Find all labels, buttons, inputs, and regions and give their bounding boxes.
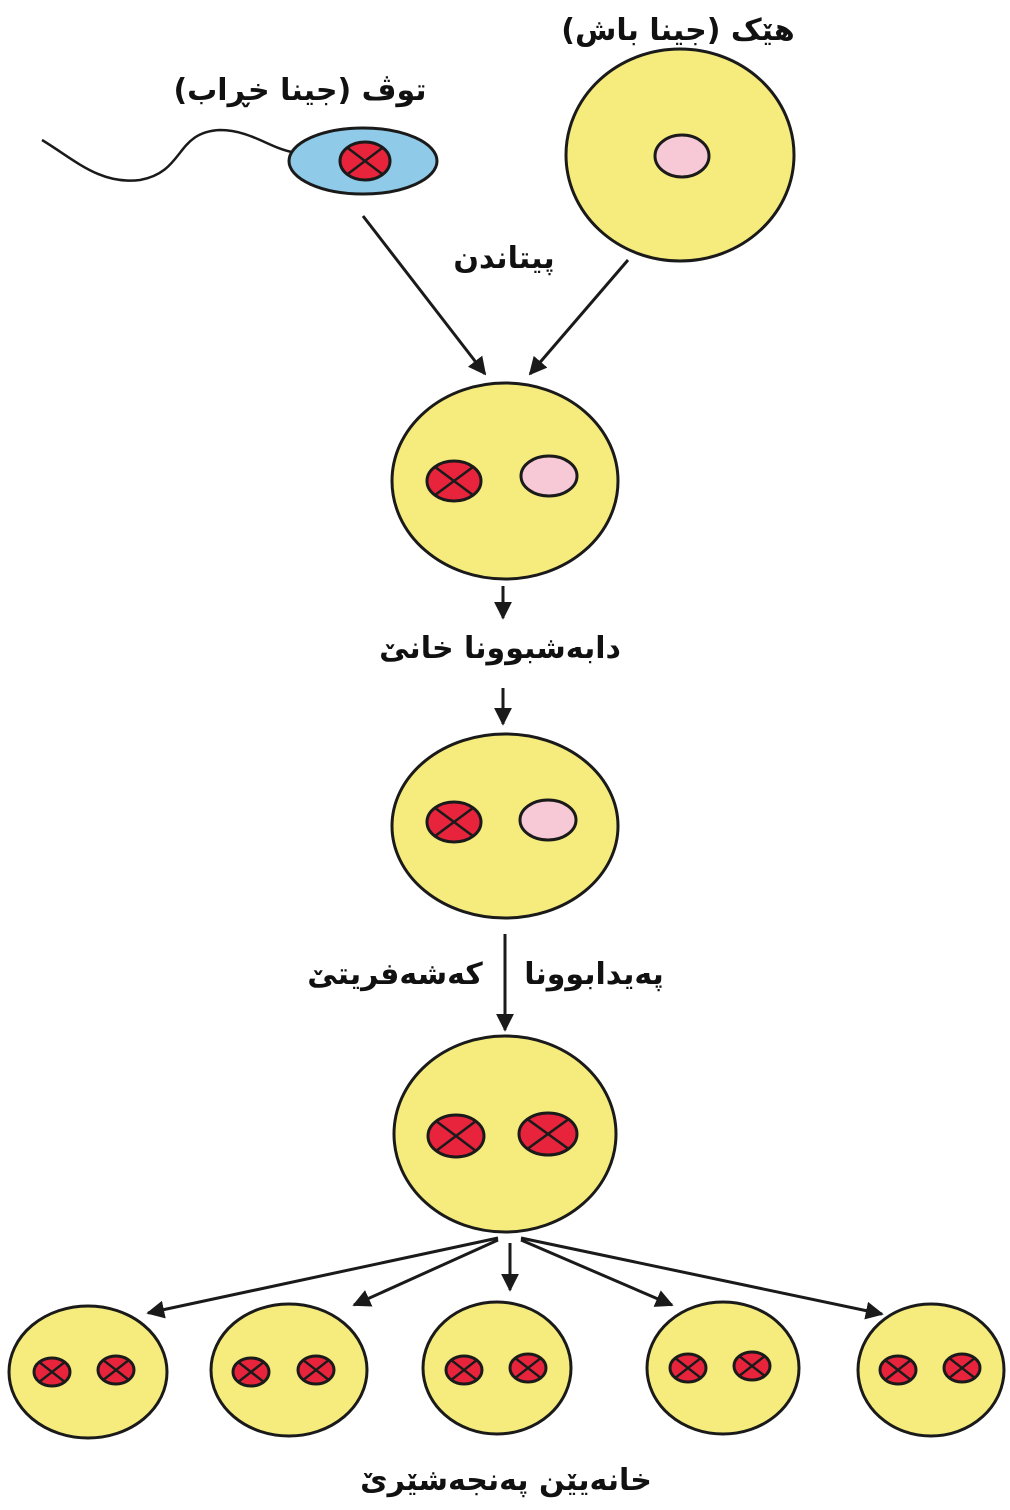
good-gene-icon [653,133,711,179]
cancer-cell-body [421,1300,573,1436]
egg-label: هێک (جینا باش) [561,13,794,48]
cancer-cell [856,1302,1006,1438]
sperm-label: توڤ (جینا خڕاب) [173,73,426,108]
cancer-cell [645,1300,801,1436]
bad-gene-icon [444,1354,484,1386]
cancer-cell-body [7,1304,169,1440]
bad-gene-icon [508,1352,548,1384]
bad-gene-icon [425,459,483,503]
good-gene-icon [519,454,579,498]
bad-gene-icon [732,1350,772,1382]
egg-cell [564,47,796,263]
bad-gene-icon [425,800,483,844]
bad-gene-icon [878,1354,918,1386]
bad-gene-icon [231,1356,271,1388]
fertilization-label: پیتاندن [453,241,554,276]
cancer-cell [7,1304,169,1440]
zygote-body [390,381,620,581]
zygote-cell [390,381,620,581]
bad-gene-icon [426,1113,486,1159]
bad-gene-icon [338,140,392,182]
mutated-cell [392,1034,618,1234]
sperm-tail [41,128,293,182]
divided-cell-body [390,732,620,920]
bad-gene-icon [942,1352,982,1384]
cancer-cell [421,1300,573,1436]
good-gene-icon [518,798,578,842]
cancer-cell-body [209,1302,369,1438]
proliferation-arrow-1 [146,1236,499,1319]
mutation-label-left: کەشەفریتێ [307,957,483,992]
bad-gene-icon [96,1354,136,1386]
bad-gene-icon [517,1111,579,1157]
egg-to-zygote-arrow [528,259,630,376]
cancer-cell-body [645,1300,801,1436]
sperm [41,126,439,196]
sperm-to-zygote-arrow [361,215,487,376]
cancer-cells-label: خانەیێن پەنجەشێرێ [360,1463,652,1498]
mutated-cell-body [392,1034,618,1234]
proliferation-arrow-5 [520,1236,884,1320]
mutation-label-right: پەیدابوونا [524,957,664,992]
cancer-cell-body [856,1302,1006,1438]
cell-division-label: دابەشبوونا خانێ [379,631,621,666]
bad-gene-icon [668,1352,708,1384]
bad-gene-icon [32,1356,72,1388]
divided-cell [390,732,620,920]
proliferation-arrow-4 [520,1238,674,1307]
bad-gene-icon [296,1354,336,1386]
cancer-cell [209,1302,369,1438]
proliferation-arrow-2 [352,1238,499,1307]
